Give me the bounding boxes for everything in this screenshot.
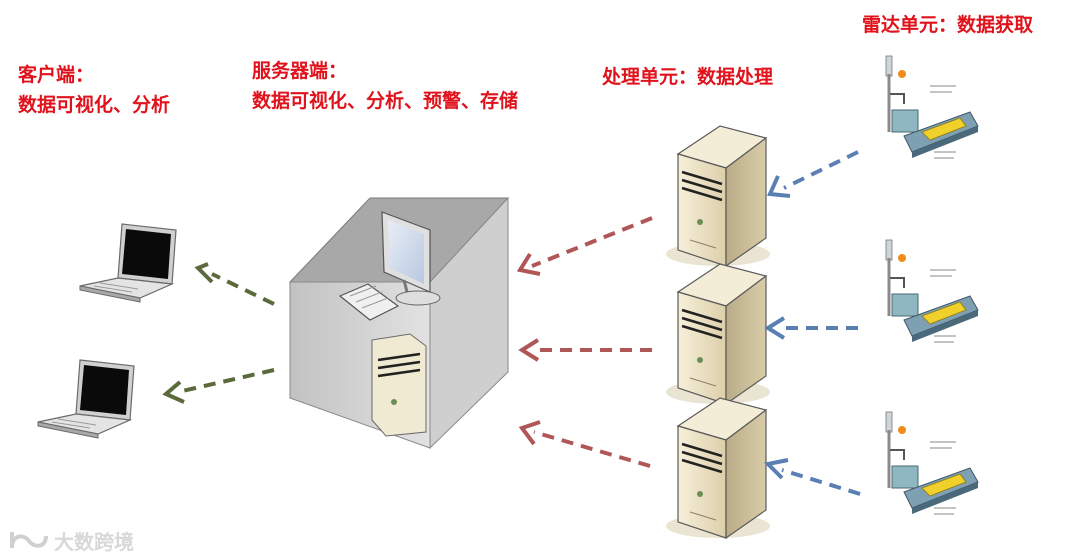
processing-server-3 bbox=[664, 396, 772, 540]
server-to-client-arrows bbox=[177, 272, 275, 394]
processing-server-1 bbox=[664, 124, 772, 268]
radar-unit-1 bbox=[885, 55, 979, 159]
central-server-station bbox=[288, 196, 510, 450]
red-arrowheads bbox=[516, 252, 541, 446]
radar-unit-2 bbox=[885, 239, 979, 343]
server-desc: 数据可视化、分析、预警、存储 bbox=[252, 90, 519, 112]
client-title: 客户端： bbox=[18, 64, 95, 86]
watermark-text: 大数跨境 bbox=[54, 530, 134, 554]
server-title: 服务器端： bbox=[252, 60, 348, 82]
client-label: 客户端： 数据可视化、分析 bbox=[18, 60, 170, 120]
client-desc: 数据可视化、分析 bbox=[18, 94, 171, 116]
watermark: 大数跨境 bbox=[8, 526, 134, 555]
infinity-logo-icon bbox=[10, 531, 48, 548]
client-laptop-2 bbox=[37, 359, 135, 439]
radar-unit-3 bbox=[885, 411, 979, 515]
processing-to-server-arrows bbox=[531, 216, 653, 468]
green-arrowheads bbox=[162, 262, 214, 404]
client-laptop-1 bbox=[79, 223, 177, 303]
processing-server-2 bbox=[664, 262, 772, 406]
processing-label: 处理单元：数据处理 bbox=[602, 66, 774, 88]
blue-arrowheads bbox=[763, 175, 791, 480]
radar-label: 雷达单元：数据获取 bbox=[862, 14, 1034, 36]
radar-to-processing-arrows bbox=[781, 150, 861, 496]
server-label: 服务器端： 数据可视化、分析、预警、存储 bbox=[252, 56, 518, 116]
